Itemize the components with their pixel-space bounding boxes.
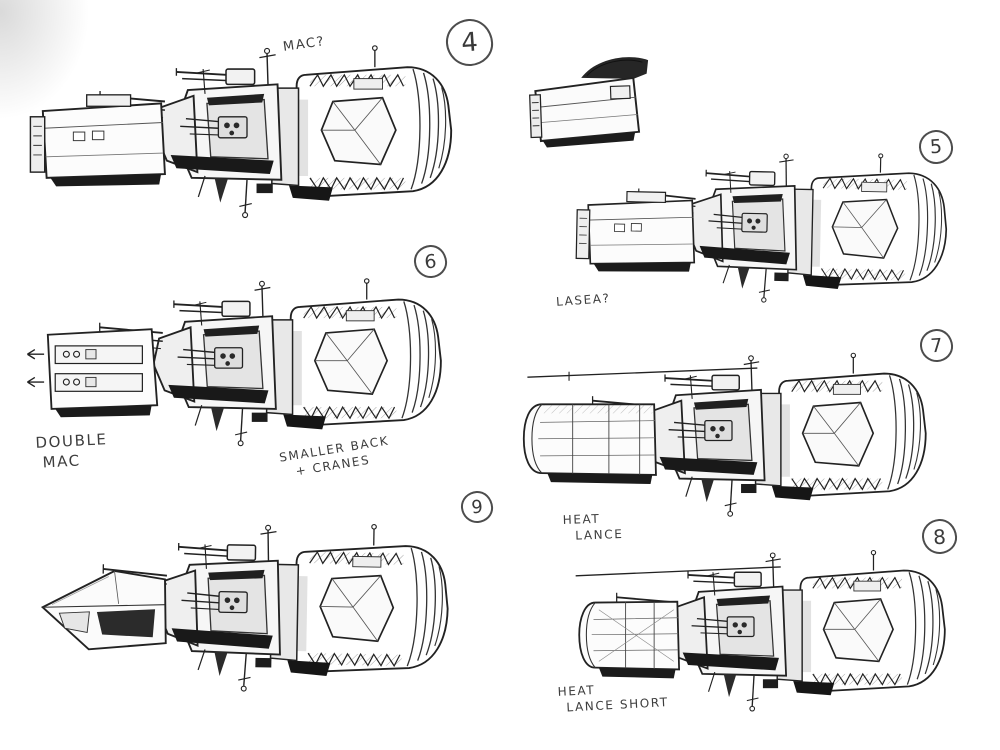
spaceship-sketch-5 xyxy=(575,147,949,307)
figure-number-4-text: 4 xyxy=(460,26,479,59)
figure-number-6-text: 6 xyxy=(423,250,438,273)
figure-number-8-text: 8 xyxy=(932,524,947,549)
annotation-heat-lance: HEAT LANCE xyxy=(562,510,623,544)
annotation-double-mac-line2: MAC xyxy=(42,451,82,472)
annotation-heat-lance-line2: LANCE xyxy=(575,527,624,543)
annotation-double-mac-line1: DOUBLE xyxy=(35,430,108,452)
detached-nose-piece xyxy=(529,57,649,148)
figure-number-9-text: 9 xyxy=(470,496,484,518)
annotation-heat-lance-short: HEAT LANCE SHORT xyxy=(557,678,669,716)
figure-number-7-text: 7 xyxy=(929,334,944,357)
annotation-double-mac: DOUBLE MAC xyxy=(35,429,109,473)
figure-number-6: 6 xyxy=(412,243,449,280)
figure-number-9: 9 xyxy=(459,489,495,525)
figure-number-5-text: 5 xyxy=(929,135,943,159)
spaceship-sketch-6 xyxy=(26,277,442,447)
annotation-lasea: LASEA? xyxy=(555,291,611,309)
spaceship-sketch-9 xyxy=(40,518,451,696)
spaceship-sketch-7 xyxy=(522,352,927,518)
spaceship-sketch-4 xyxy=(29,44,453,219)
